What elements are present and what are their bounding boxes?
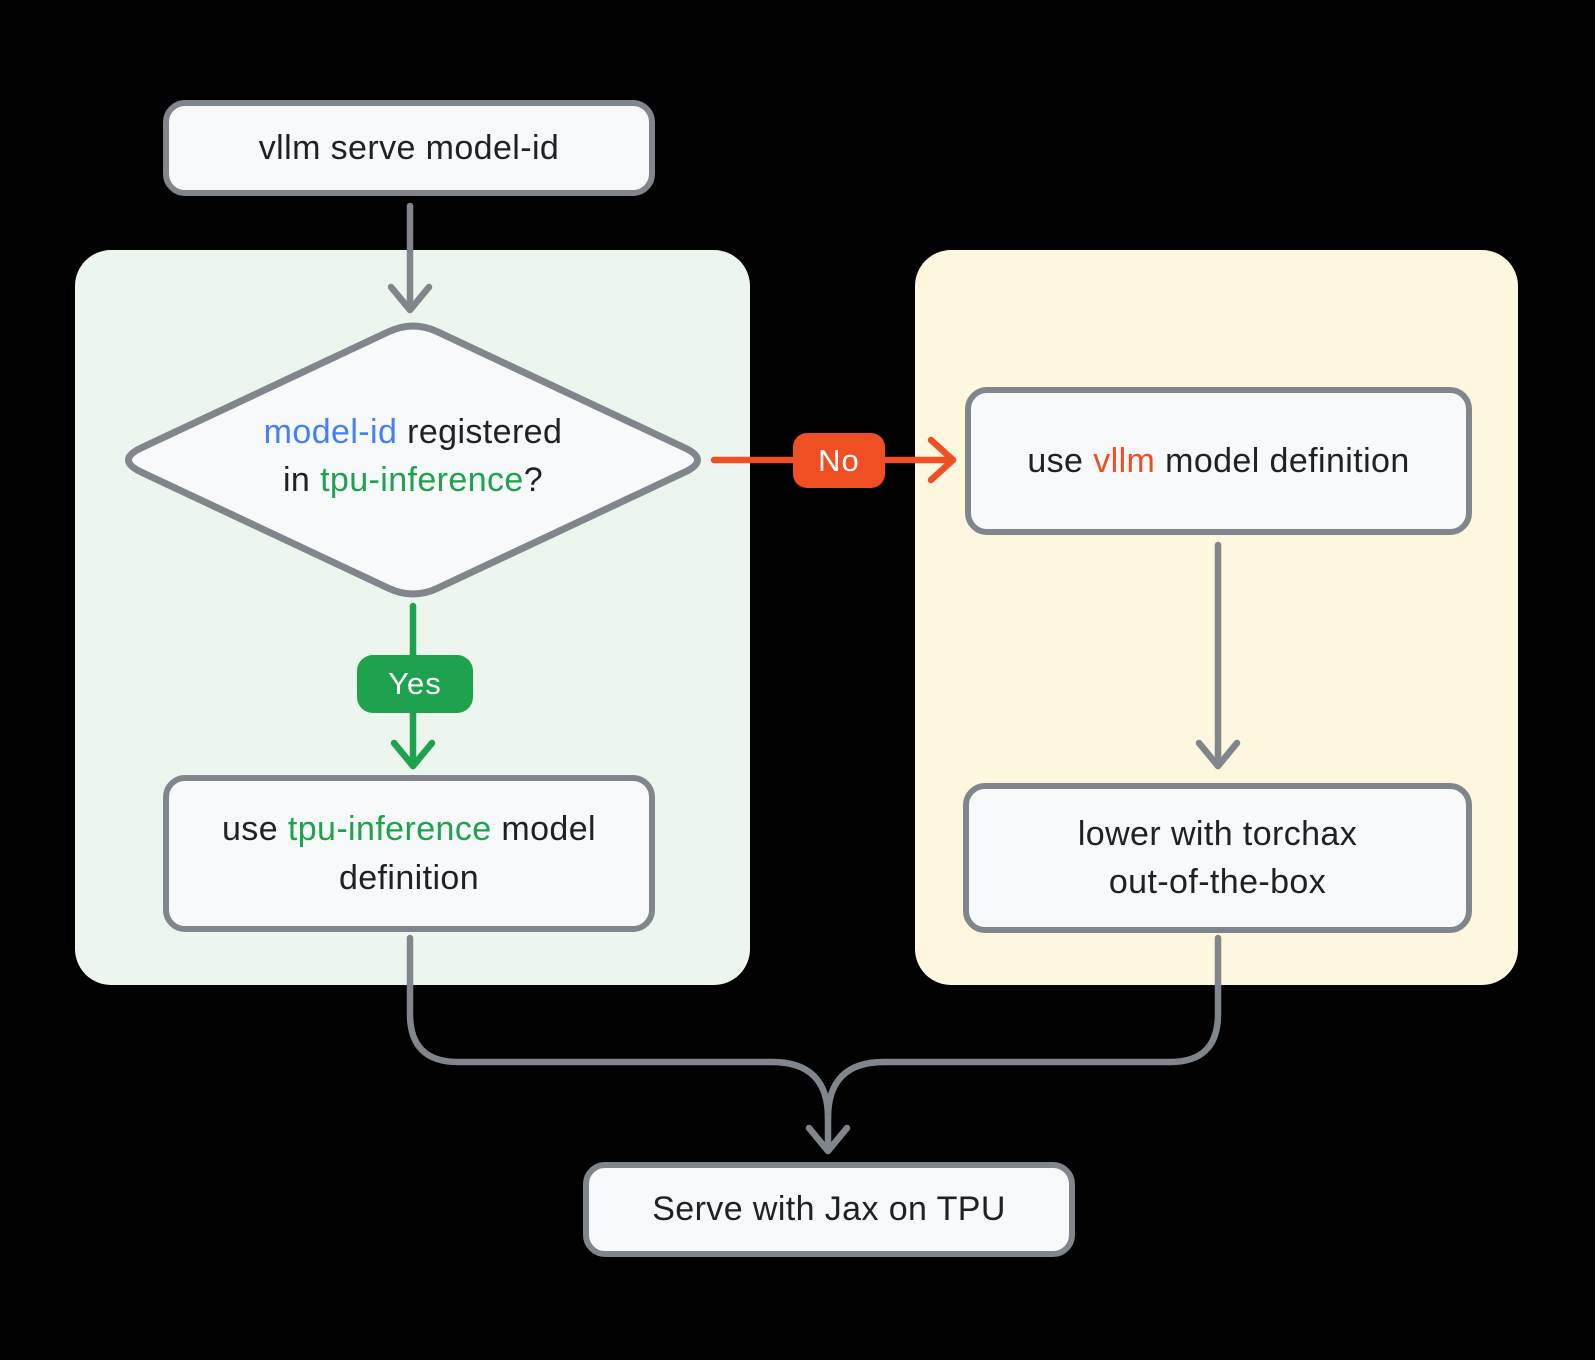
tpu-result-line-1: use tpu-inference model: [222, 810, 596, 849]
arrowhead-down-icon: [387, 283, 433, 314]
tpu-result-node: use tpu-inference model definition: [163, 775, 655, 932]
decision-line-1: model-id registered: [263, 413, 563, 451]
arrowhead-down-icon: [805, 1124, 851, 1155]
arrowhead-right-icon: [927, 436, 957, 484]
end-node: Serve with Jax on TPU: [583, 1162, 1075, 1257]
yes-badge-label: Yes: [388, 666, 442, 701]
start-node: vllm serve model-id: [163, 100, 655, 196]
torchax-line-2: out-of-the-box: [1108, 863, 1327, 901]
arrow-start-to-decision: [387, 202, 433, 314]
torchax-line-1: lower with torchax: [1077, 814, 1358, 853]
torchax-node: lower with torchax out-of-the-box: [963, 783, 1472, 933]
vllm-result-line-1: use vllm model definition: [1027, 441, 1410, 480]
decision-line-2: in tpu-inference?: [282, 461, 544, 500]
no-badge: No: [793, 433, 885, 488]
vllm-result-node: use vllm model definition: [965, 387, 1472, 535]
tpu-result-line-2: definition: [338, 858, 480, 897]
decision-diamond-shape: [125, 322, 701, 598]
end-node-label: Serve with Jax on TPU: [652, 1190, 1006, 1229]
arrowhead-down-icon: [390, 739, 436, 770]
yes-badge: Yes: [357, 655, 473, 713]
arrowhead-down-icon: [1195, 739, 1241, 770]
start-node-label: vllm serve model-id: [258, 128, 560, 167]
decision-node-label: model-id registered in tpu-inference?: [133, 408, 693, 505]
no-badge-label: No: [818, 442, 860, 478]
arrow-vllm-to-torchax: [1195, 541, 1241, 770]
merge-connector-to-end: [406, 934, 1222, 1155]
